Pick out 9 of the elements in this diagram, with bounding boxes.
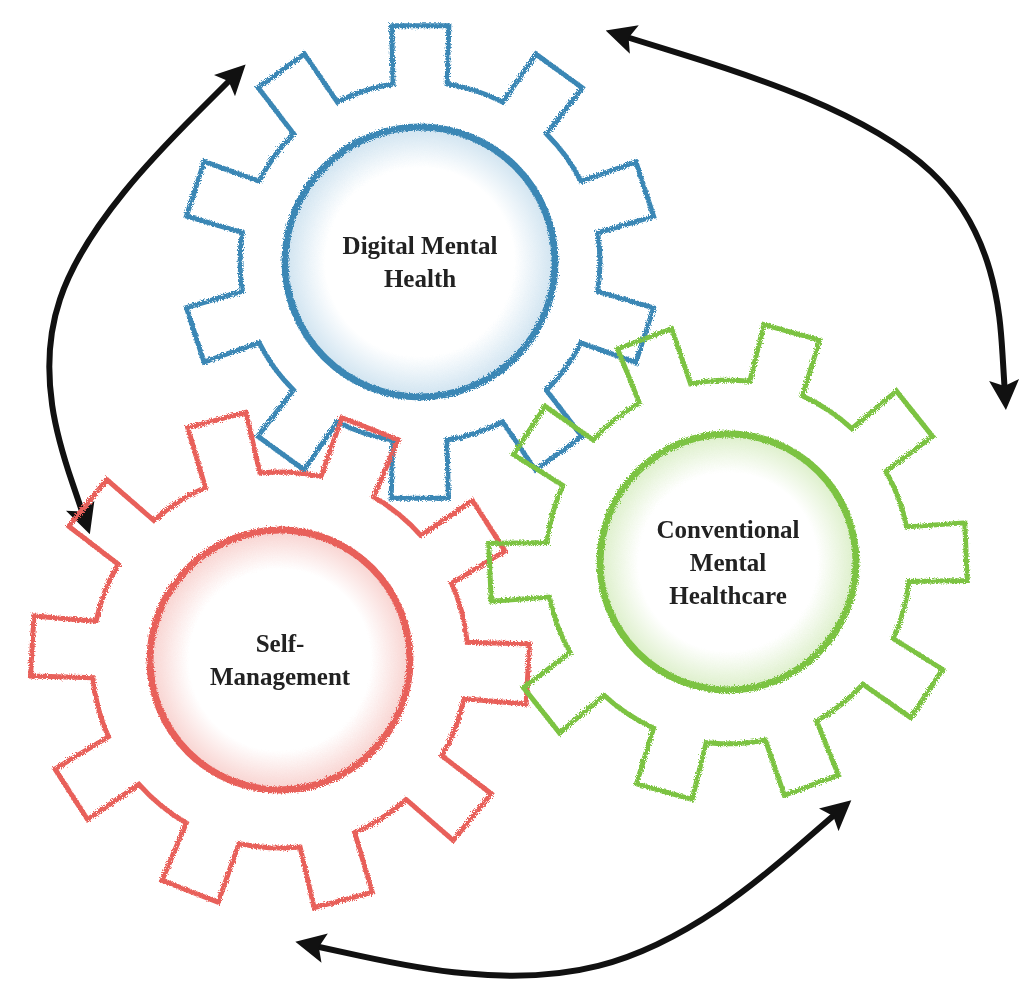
gear-label: Conventional Mental Healthcare	[655, 514, 801, 611]
gear-shape	[182, 24, 658, 500]
curved-double-arrow	[46, 64, 246, 535]
curved-double-arrow	[295, 800, 852, 979]
gear-shape	[30, 410, 530, 910]
gear-shape	[488, 322, 968, 802]
curved-double-arrow	[605, 25, 1020, 410]
gear-label: Digital Mental Health	[341, 231, 499, 294]
gear-label: Self-Management	[208, 629, 352, 692]
